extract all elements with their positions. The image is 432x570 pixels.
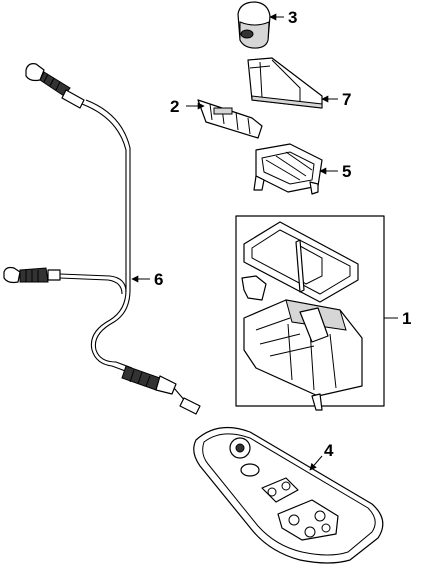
callout-3: 3	[288, 8, 297, 27]
shifter-assembly	[235, 215, 385, 411]
shift-cable	[3, 63, 201, 415]
callout-7: 7	[342, 90, 351, 109]
callout-6: 6	[154, 270, 163, 289]
callout-2: 2	[170, 97, 179, 116]
bezel-housing	[253, 143, 323, 195]
shift-knob	[237, 1, 271, 49]
leader-lines	[131, 13, 398, 471]
callout-5: 5	[342, 162, 351, 181]
shift-boot	[247, 57, 323, 109]
indicator-bracket	[197, 99, 263, 139]
callout-4: 4	[324, 441, 334, 460]
callout-1: 1	[402, 309, 411, 328]
console-trim	[193, 426, 384, 564]
